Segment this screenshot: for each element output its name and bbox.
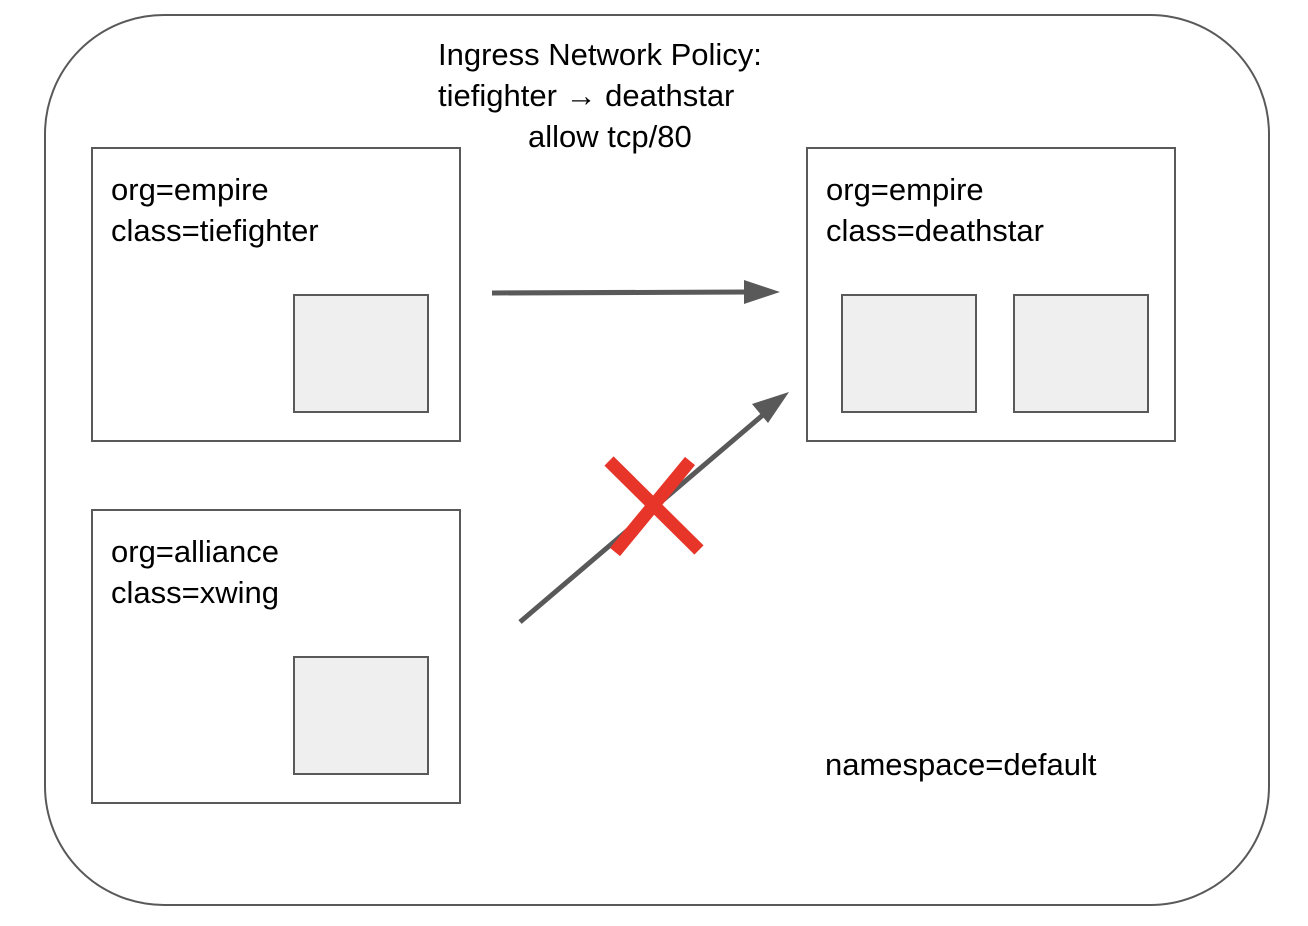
deathstar-group: org=empire class=deathstar [806, 147, 1176, 442]
xwing-org-label: org=alliance [111, 534, 280, 569]
deathstar-pod-2 [1013, 294, 1149, 413]
xwing-pod [293, 656, 429, 775]
deathstar-class-label: class=deathstar [826, 213, 1044, 248]
policy-allow: allow tcp/80 [528, 119, 692, 154]
tiefighter-group: org=empire class=tiefighter [91, 147, 461, 442]
xwing-group: org=alliance class=xwing [91, 509, 461, 804]
deathstar-org-label: org=empire [826, 172, 984, 207]
policy-title: Ingress Network Policy: [438, 37, 762, 72]
deathstar-pod-1 [841, 294, 977, 413]
tiefighter-class-label: class=tiefighter [111, 213, 319, 248]
tiefighter-org-label: org=empire [111, 172, 269, 207]
namespace-label: namespace=default [825, 747, 1097, 782]
tiefighter-pod [293, 294, 429, 413]
xwing-class-label: class=xwing [111, 575, 279, 610]
policy-rule: tiefighter → deathstar [438, 78, 735, 113]
